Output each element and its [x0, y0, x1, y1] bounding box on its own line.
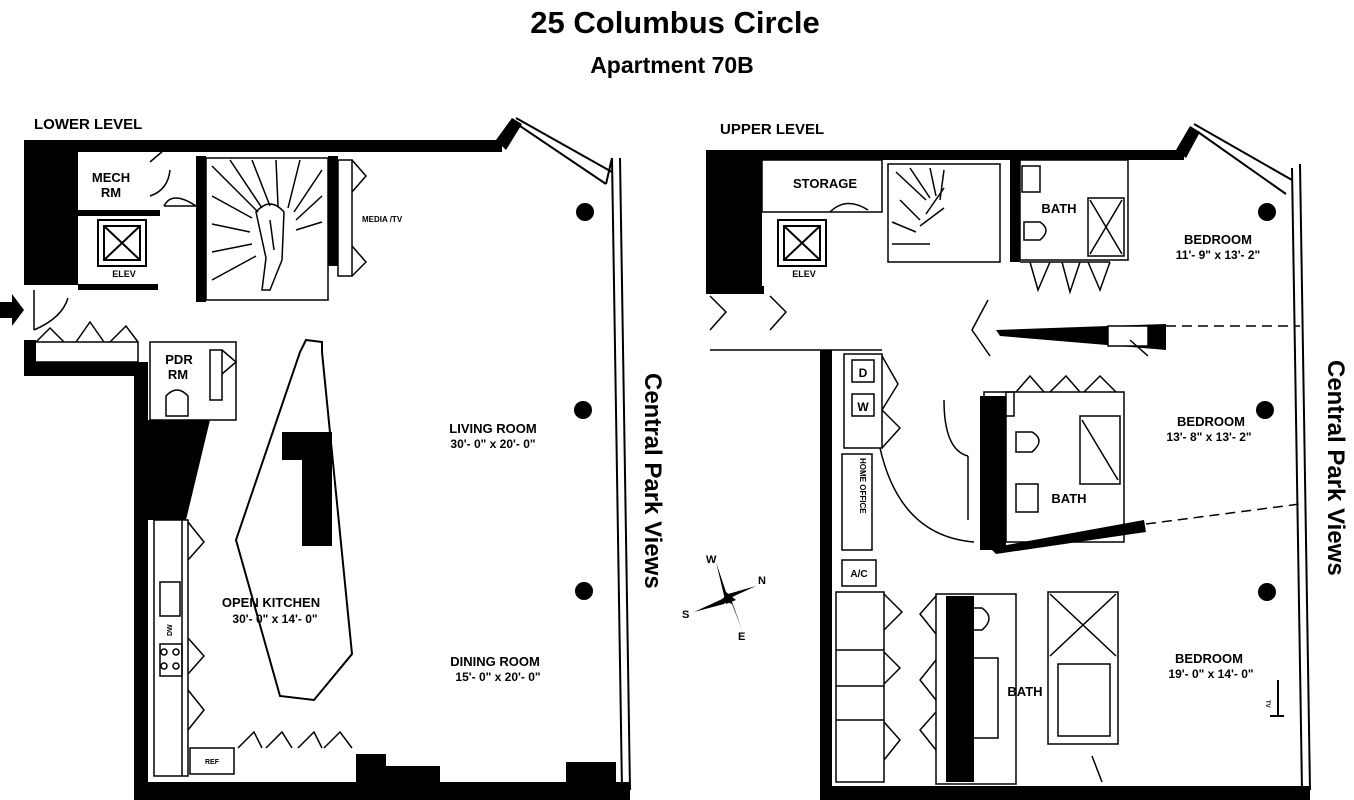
upper-hall-door	[879, 447, 975, 543]
dw-label: DW	[167, 624, 174, 636]
bath-3	[919, 591, 1119, 785]
lower-staircase	[205, 157, 329, 301]
bottom-closets	[237, 730, 353, 749]
tv-label: TV	[1264, 700, 1270, 708]
lower-views-label: Central Park Views	[639, 373, 666, 589]
upper-exterior-walls	[706, 126, 1310, 800]
entry-arrow	[0, 294, 24, 326]
lower-window-wall	[515, 117, 631, 791]
laundry-closet	[843, 353, 902, 449]
upper-elev-label: ELEV	[792, 269, 816, 279]
partition-wedge-2	[990, 520, 1146, 554]
bedroom-3-name: BEDROOM	[1175, 651, 1243, 666]
media-closet	[337, 159, 368, 277]
mech-room-label-line1: MECH	[92, 170, 130, 185]
ac-label: A/C	[850, 569, 867, 580]
powder-room	[149, 341, 238, 421]
lower-elevator	[97, 219, 147, 267]
upper-level-label: UPPER LEVEL	[720, 121, 824, 138]
pdr-room-label-line1: PDR	[165, 352, 193, 367]
bedroom-2-name: BEDROOM	[1177, 414, 1245, 429]
mech-room-label-line2: RM	[101, 185, 121, 200]
upper-views-label: Central Park Views	[1322, 360, 1349, 576]
upper-storage	[761, 159, 883, 213]
compass-e: E	[738, 631, 745, 643]
media-tv-label: MEDIA /TV	[362, 215, 403, 224]
bedroom-2-dims: 13'- 8" x 13'- 2"	[1166, 430, 1251, 444]
bedroom-3-dims: 19'- 0" x 14'- 0"	[1168, 667, 1253, 681]
tv-mount	[1270, 680, 1284, 717]
kitchen-dims: 30'- 0" x 14'- 0"	[232, 612, 317, 626]
washer-label: W	[857, 400, 869, 414]
plan-subtitle: Apartment 70B	[590, 52, 754, 78]
dryer-label: D	[859, 366, 868, 380]
pdr-room-label-line2: RM	[168, 367, 188, 382]
home-office-closet	[841, 453, 873, 551]
upper-staircase	[887, 163, 1001, 263]
upper-elevator	[777, 219, 827, 267]
kitchen-island	[234, 338, 354, 702]
entry-door-swing	[33, 290, 69, 331]
bath-2-label: BATH	[1051, 491, 1086, 506]
lower-columns	[574, 203, 594, 600]
compass-n: N	[758, 575, 766, 587]
dining-room-dims: 15'- 0" x 20'- 0"	[455, 670, 540, 684]
upper-level-plan: UPPER LEVEL STORAGE	[706, 121, 1349, 800]
bath-1	[1019, 159, 1129, 295]
dining-room-name: DINING ROOM	[450, 654, 540, 669]
plan-title: 25 Columbus Circle	[530, 5, 819, 40]
lower-level-label: LOWER LEVEL	[34, 116, 142, 133]
upper-window-wall	[1193, 123, 1311, 791]
bath-1-label: BATH	[1041, 201, 1076, 216]
storage-label: STORAGE	[793, 176, 857, 191]
ref-label: REF	[205, 759, 220, 766]
fridge: REF	[189, 747, 235, 775]
compass-w: W	[706, 554, 717, 566]
compass-rose: W N E S	[682, 554, 766, 643]
living-room-name: LIVING ROOM	[449, 421, 536, 436]
home-office-label: HOME OFFICE	[858, 458, 867, 514]
hall-closets	[835, 591, 904, 783]
ac-closet	[841, 559, 877, 587]
lower-elev-label: ELEV	[112, 269, 136, 279]
lower-entry-closets	[33, 320, 139, 363]
bath-2	[943, 374, 1125, 543]
kitchen-counter	[153, 519, 206, 777]
lower-exterior-walls	[24, 118, 630, 800]
living-room-dims: 30'- 0" x 20'- 0"	[450, 437, 535, 451]
upper-entry-closets	[709, 295, 882, 351]
kitchen-name: OPEN KITCHEN	[222, 595, 320, 610]
upper-columns	[1256, 203, 1276, 601]
bath-3-label: BATH	[1007, 684, 1042, 699]
mech-door-swing	[149, 149, 197, 207]
compass-s: S	[682, 609, 689, 621]
bedroom-1-name: BEDROOM	[1184, 232, 1252, 247]
lower-level-plan: LOWER LEVEL	[0, 116, 666, 800]
bedroom-1-dims: 11'- 9" x 13'- 2"	[1176, 248, 1260, 262]
